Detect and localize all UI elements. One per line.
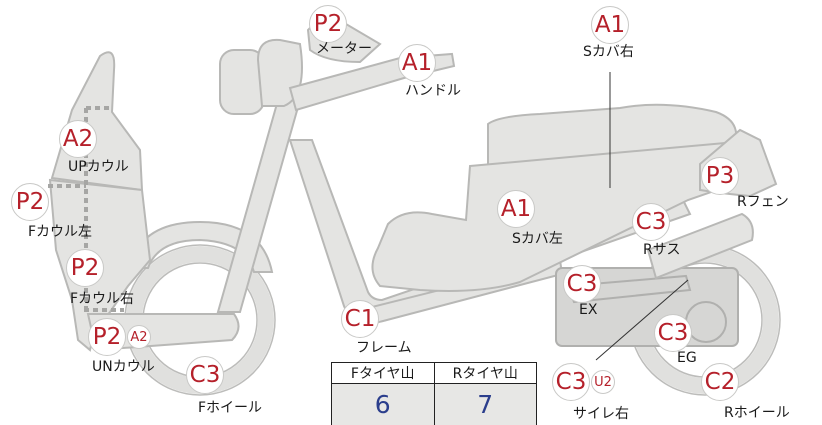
frame-code-tag: C1 xyxy=(341,300,379,338)
tire-tread-table: Fタイヤ山 Rタイヤ山 6 7 xyxy=(331,361,537,425)
damage-code-badge: C2 xyxy=(701,363,739,401)
tread-value-row: 6 7 xyxy=(331,383,537,425)
damage-code-badge: P2 xyxy=(88,318,126,356)
engine-label: EG xyxy=(677,350,697,366)
engine-code-tag: C3 xyxy=(654,314,692,352)
exhaust-code-tag: C3 xyxy=(563,265,601,303)
rear-tread-header: Rタイヤ山 xyxy=(433,361,537,385)
rear-fender-code-tag: P3 xyxy=(701,157,739,195)
front-cowl-right-code-tag: P2 xyxy=(66,249,104,287)
meter-label: メーター xyxy=(316,41,372,57)
under-cowl-code-tag: P2 A2 xyxy=(88,318,151,356)
leader-line xyxy=(595,279,689,361)
damage-code-badge: C3 xyxy=(552,363,590,401)
rear-wheel-label: Rホイール xyxy=(724,405,790,421)
handlebar-label: ハンドル xyxy=(405,83,461,99)
front-cowl-right-label: Fカウル右 xyxy=(70,291,135,307)
front-wheel-code-tag: C3 xyxy=(186,356,224,394)
damage-subcode-badge: U2 xyxy=(591,370,615,394)
front-cowl-left-label: Fカウル左 xyxy=(28,224,93,240)
damage-code-badge: A2 xyxy=(59,120,97,158)
damage-code-badge: P2 xyxy=(309,5,347,43)
rear-suspension-label: Rサス xyxy=(643,242,681,258)
front-tread-value: 6 xyxy=(331,383,435,425)
damage-code-badge: C3 xyxy=(563,265,601,303)
frame-label: フレーム xyxy=(356,340,412,356)
silencer-right-label: サイレ右 xyxy=(573,406,629,422)
front-tread-header: Fタイヤ山 xyxy=(331,361,435,385)
front-wheel-label: Fホイール xyxy=(198,400,263,416)
damage-code-badge: A1 xyxy=(591,6,629,44)
damage-code-badge: C3 xyxy=(186,356,224,394)
side-cover-left-code-tag: A1 xyxy=(497,190,535,228)
damage-code-badge: P2 xyxy=(66,249,104,287)
exhaust-label: EX xyxy=(579,302,598,318)
tread-header-row: Fタイヤ山 Rタイヤ山 xyxy=(331,361,537,385)
upper-cowl-code-tag: A2 xyxy=(59,120,97,158)
silencer-right-code-tag: C3 U2 xyxy=(552,363,615,401)
under-cowl-label: UNカウル xyxy=(92,359,155,375)
meter-code-tag: P2 xyxy=(309,5,347,43)
damage-subcode-badge: A2 xyxy=(127,325,151,349)
side-cover-right-code-tag: A1 xyxy=(591,6,629,44)
side-cover-right-label: Sカバ右 xyxy=(583,44,634,60)
rear-hub xyxy=(685,301,727,343)
damage-code-badge: A1 xyxy=(398,44,436,82)
front-fender xyxy=(128,220,274,273)
rear-wheel-code-tag: C2 xyxy=(701,363,739,401)
under-cowl xyxy=(86,313,240,352)
damage-code-badge: C1 xyxy=(341,300,379,338)
rear-suspension-code-tag: C3 xyxy=(632,203,670,241)
rear-fender-label: Rフェン xyxy=(737,194,789,210)
damage-code-badge: C3 xyxy=(654,314,692,352)
damage-code-badge: P3 xyxy=(701,157,739,195)
upper-cowl-label: UPカウル xyxy=(68,159,129,175)
damage-code-badge: A1 xyxy=(497,190,535,228)
damage-code-badge: P2 xyxy=(11,183,49,221)
front-cowl-left-code-tag: P2 xyxy=(11,183,49,221)
damage-code-badge: C3 xyxy=(632,203,670,241)
side-cover-left-label: Sカバ左 xyxy=(512,231,563,247)
handlebar-code-tag: A1 xyxy=(398,44,436,82)
rear-suspension xyxy=(646,212,754,280)
rear-tread-value: 7 xyxy=(433,383,537,425)
